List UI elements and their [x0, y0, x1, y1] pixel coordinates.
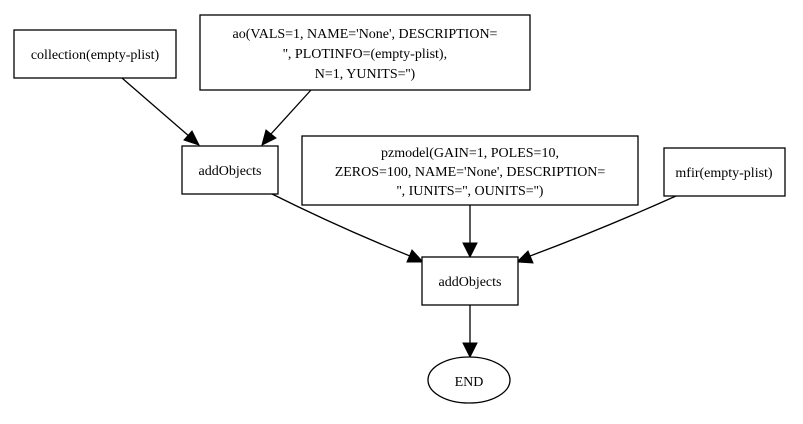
- node-mfir-label: mfir(empty-plist): [675, 166, 773, 181]
- node-addobjects-1-box: [181, 145, 279, 195]
- edge-addobjects-to-end-arrowhead: [462, 342, 478, 359]
- node-ao: ao(VALS=1, NAME='None', DESCRIPTION= '',…: [199, 14, 531, 91]
- edge-mfir-to-addobjects-arrowhead: [515, 250, 534, 264]
- edge-pzmodel-to-addobjects-arrowhead: [462, 242, 478, 259]
- edge-ao-to-addobjects-arrowhead: [261, 129, 277, 146]
- edges: [121, 77, 677, 359]
- node-end-label: END: [455, 375, 484, 390]
- node-pzmodel-box: [301, 135, 639, 206]
- node-ao-label-line-3: N=1, YUNITS=''): [315, 67, 416, 82]
- node-ao-label-line-2: '', PLOTINFO=(empty-plist),: [283, 47, 447, 62]
- edge-mfir-to-addobjects: [529, 195, 677, 257]
- node-end-ellipse: [427, 356, 511, 404]
- node-ao-box: [199, 14, 531, 91]
- node-ao-label-line-1: ao(VALS=1, NAME='None', DESCRIPTION=: [233, 27, 498, 42]
- node-pzmodel: pzmodel(GAIN=1, POLES=10, ZEROS=100, NAM…: [301, 135, 639, 206]
- node-collection-label: collection(empty-plist): [31, 48, 160, 63]
- node-end: END: [427, 356, 511, 404]
- node-addobjects-2-box: [421, 256, 519, 306]
- node-addobjects-1: addObjects: [181, 145, 279, 195]
- edge-collection-to-addobjects: [121, 77, 191, 138]
- edge-addobjects-to-addobjects-arrowhead: [406, 249, 425, 263]
- edge-collection-to-addobjects-arrowhead: [183, 130, 200, 146]
- node-addobjects-2: addObjects: [421, 256, 519, 306]
- node-pzmodel-label-line-2: ZEROS=100, NAME='None', DESCRIPTION=: [335, 165, 606, 180]
- node-pzmodel-label-line-3: '', IUNITS='', OUNITS=''): [397, 184, 544, 199]
- node-pzmodel-label-line-1: pzmodel(GAIN=1, POLES=10,: [381, 146, 559, 161]
- edge-ao-to-addobjects: [270, 89, 312, 135]
- node-addobjects-2-label: addObjects: [439, 275, 502, 290]
- node-mfir: mfir(empty-plist): [663, 147, 786, 197]
- node-collection: collection(empty-plist): [13, 29, 177, 79]
- node-collection-box: [13, 29, 177, 79]
- edge-addobjects-to-addobjects: [267, 191, 411, 257]
- node-addobjects-1-label: addObjects: [199, 164, 262, 179]
- node-mfir-box: [663, 147, 786, 197]
